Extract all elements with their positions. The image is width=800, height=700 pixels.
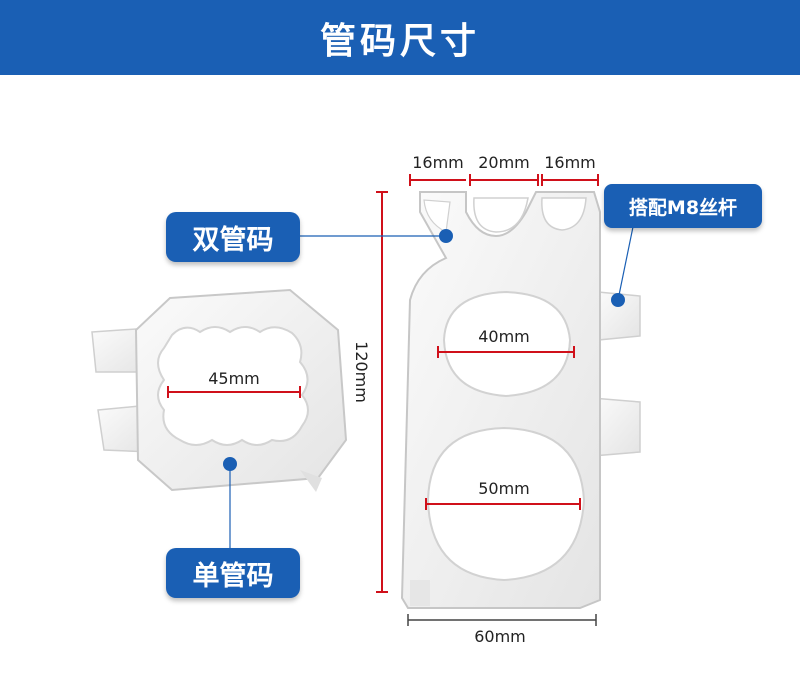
dim-double-width: 60mm (474, 627, 526, 646)
dim-height: 120mm (352, 341, 371, 403)
dim-top-mid: 20mm (478, 153, 530, 172)
callout-dot-double (439, 229, 453, 243)
page-title: 管码尺寸 (319, 20, 480, 62)
double-clamp-part (400, 191, 641, 609)
dim-double-upper: 40mm (478, 327, 530, 346)
dim-single: 45mm (208, 369, 260, 388)
dimension-lines (167, 174, 599, 593)
callout-lines (229, 221, 635, 552)
dim-double-lower: 50mm (478, 479, 530, 498)
callout-dot-single (223, 457, 237, 471)
double-clamp-label: 双管码 (166, 212, 300, 262)
header-banner: 管码尺寸 (0, 0, 800, 75)
single-clamp-part (91, 288, 348, 492)
width-dimension-line (407, 614, 597, 626)
dim-top-right: 16mm (544, 153, 596, 172)
dim-top-left: 16mm (412, 153, 464, 172)
single-clamp-label: 单管码 (166, 548, 300, 598)
callout-dot-rod (611, 293, 625, 307)
rod-label: 搭配M8丝杆 (604, 184, 762, 228)
